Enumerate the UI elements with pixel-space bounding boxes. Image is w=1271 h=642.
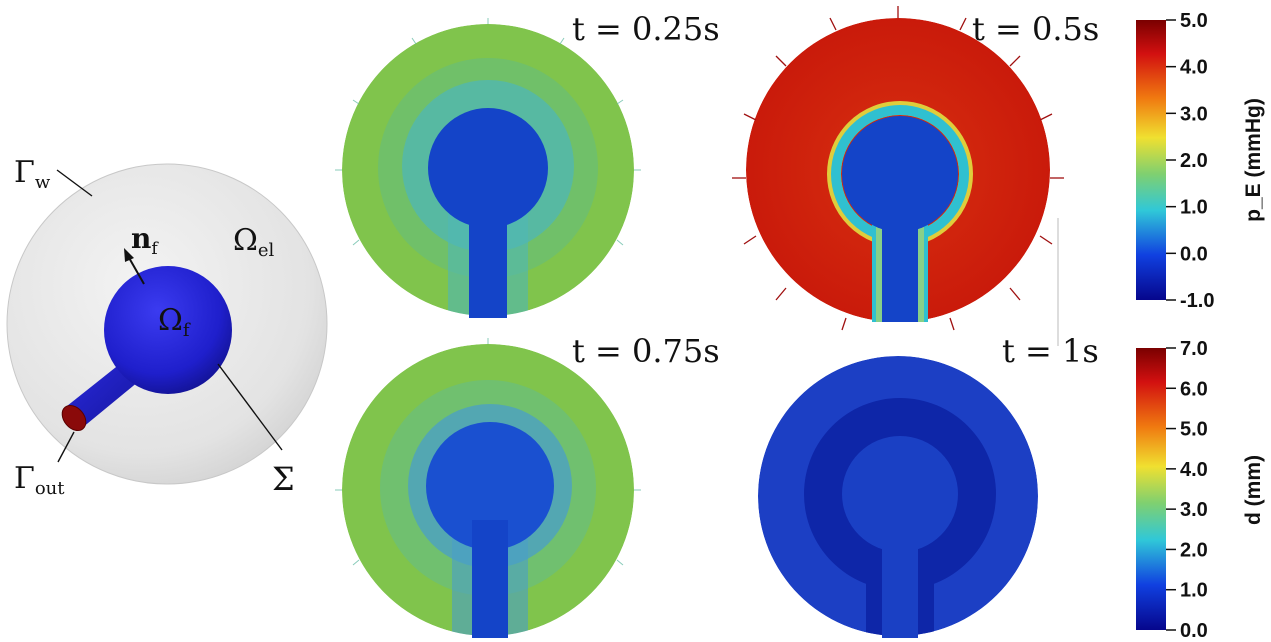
n-f-label: nf	[131, 222, 159, 259]
panel-t025: t = 0.25s	[335, 10, 720, 318]
field-arrows	[335, 338, 641, 566]
outlet-channel	[469, 200, 507, 318]
colorbar-d-title: d (mm)	[1242, 455, 1265, 525]
colorbar-tick-label: 2.0	[1180, 150, 1208, 172]
time-label-t025: t = 0.25s	[572, 10, 720, 48]
colorbar-tick-label: 5.0	[1180, 10, 1208, 32]
colorbar-pE-ticks: 5.0 4.0 3.0 2.0 1.0 0.0 -1.0	[1166, 10, 1214, 312]
colorbar-pE-bar	[1136, 20, 1166, 300]
outlet-channel	[882, 206, 918, 322]
colorbar-tick-label: 3.0	[1180, 103, 1208, 125]
field-arrows	[732, 6, 1064, 331]
colorbar-tick-label: 4.0	[1180, 57, 1208, 79]
panel-t1: t = 1s	[758, 332, 1099, 638]
gamma-w-label: Γw	[14, 155, 51, 193]
time-label-t1: t = 1s	[1002, 332, 1099, 370]
colorbar-tick-label: 4.0	[1180, 459, 1208, 481]
inner-sphere	[104, 266, 232, 394]
colorbar-tick-label: 2.0	[1180, 539, 1208, 561]
gamma-out-leader	[57, 431, 75, 463]
core-cavity	[428, 108, 548, 228]
panel-t075: t = 0.75s	[335, 332, 720, 638]
core-cavity	[842, 436, 958, 552]
colorbar-pE-title: p_E (mmHg)	[1242, 98, 1265, 222]
colorbar-tick-label: -1.0	[1180, 290, 1214, 312]
time-label-t075: t = 0.75s	[572, 332, 720, 370]
gamma-out-label: Γout	[14, 461, 65, 499]
colorbar-tick-label: 1.0	[1180, 197, 1208, 219]
colorbar-tick-label: 6.0	[1180, 378, 1208, 400]
outlet-cap	[61, 404, 87, 432]
colorbar-tick-label: 3.0	[1180, 499, 1208, 521]
panel-t05: t = 0.5s	[732, 6, 1099, 346]
time-label-t05: t = 0.5s	[972, 10, 1099, 48]
colorbar-d-bar	[1136, 348, 1166, 630]
sigma-label: Σ	[272, 460, 295, 498]
normal-arrow	[124, 248, 145, 285]
core-cavity	[426, 422, 554, 550]
outlet-channel	[472, 520, 508, 638]
colorbar-d: 7.0 6.0 5.0 4.0 3.0 2.0 1.0 0.0 d (mm)	[1136, 338, 1265, 642]
colorbar-pE: 5.0 4.0 3.0 2.0 1.0 0.0 -1.0 p_E (mmHg)	[1136, 10, 1265, 312]
colorbar-tick-label: 7.0	[1180, 338, 1208, 360]
colorbar-tick-label: 0.0	[1180, 620, 1208, 642]
core-cavity	[842, 116, 958, 232]
outlet-channel	[882, 520, 918, 638]
colorbar-tick-label: 1.0	[1180, 580, 1208, 602]
gamma-w-leader	[56, 169, 93, 197]
omega-f-label: Ωf	[158, 303, 191, 341]
sigma-leader	[217, 363, 283, 451]
field-arrows	[335, 18, 641, 246]
colorbar-tick-label: 5.0	[1180, 419, 1208, 441]
schematic: Γw nf Ωel Ωf Γout Σ	[6, 155, 328, 499]
omega-el-label: Ωel	[233, 223, 275, 261]
colorbar-tick-label: 0.0	[1180, 243, 1208, 265]
colorbar-d-ticks: 7.0 6.0 5.0 4.0 3.0 2.0 1.0 0.0	[1166, 338, 1208, 642]
